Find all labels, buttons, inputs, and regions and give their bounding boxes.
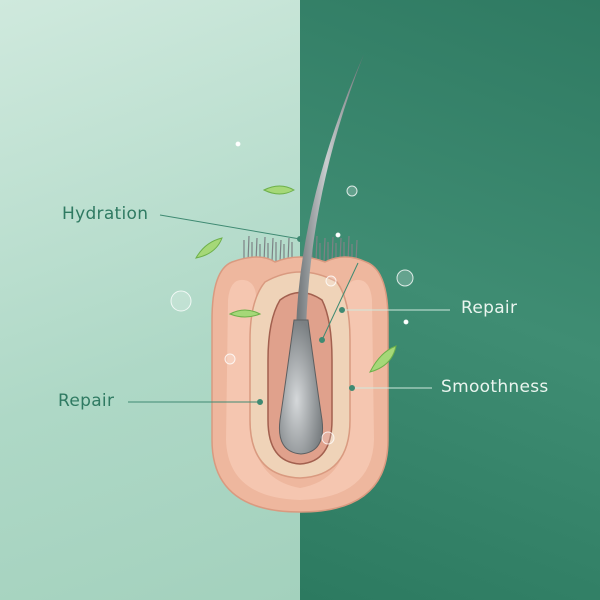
hair-shaft <box>296 54 364 330</box>
label-smoothness: Smoothness <box>441 377 549 397</box>
hair-bulb <box>278 319 324 455</box>
leader-lines <box>128 214 450 405</box>
label-repair-left: Repair <box>58 391 115 411</box>
label-hydration: Hydration <box>62 204 149 224</box>
bubble-icons <box>170 141 414 445</box>
aloe-leaf-icons <box>195 185 397 373</box>
label-repair-right: Repair <box>461 298 518 318</box>
